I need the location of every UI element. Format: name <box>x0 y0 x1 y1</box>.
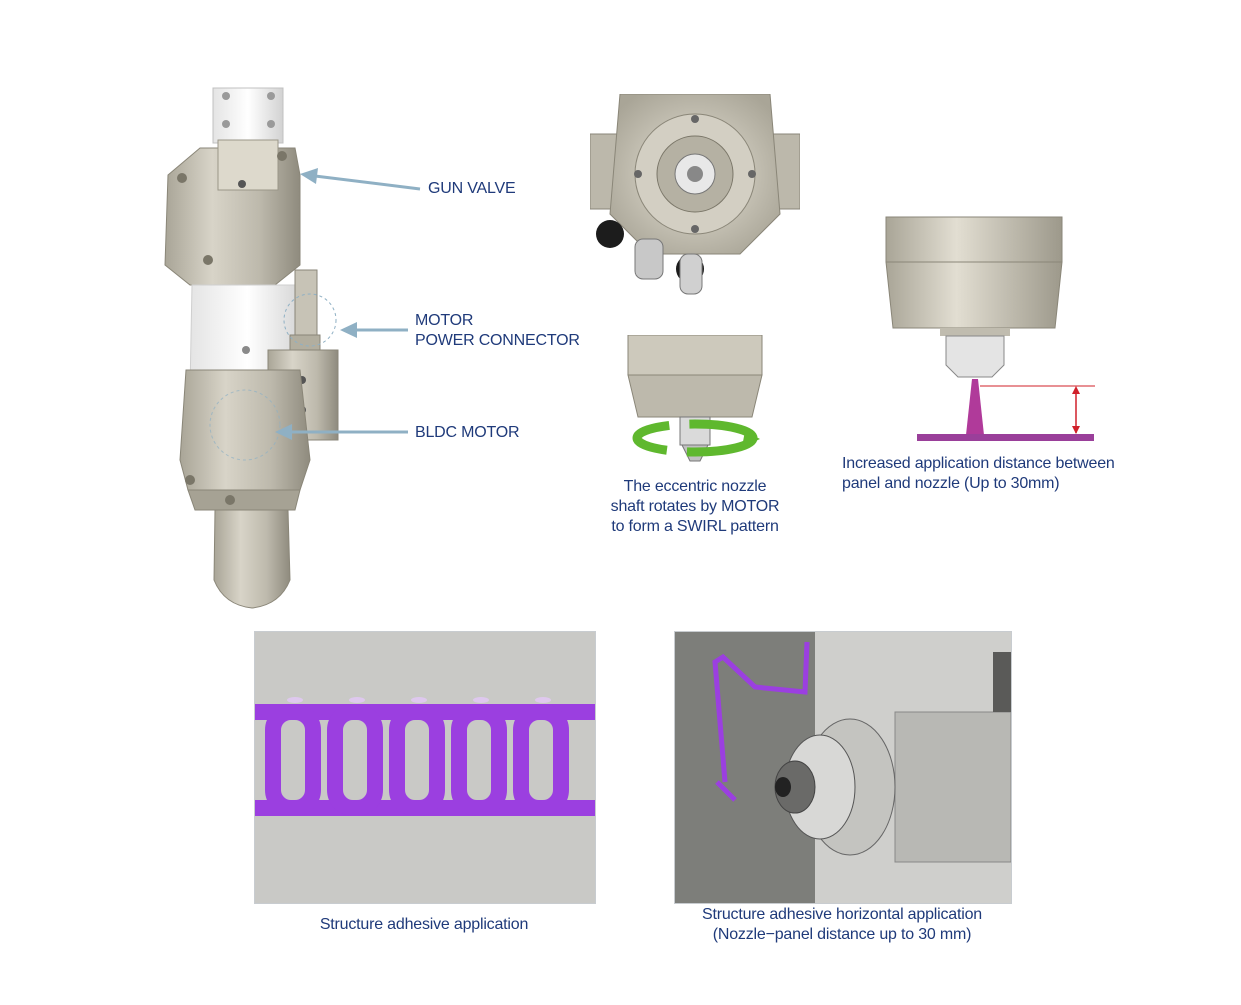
purple-swirl-bead <box>255 632 595 903</box>
photo-right-caption-line1: Structure adhesive horizontal applicatio… <box>702 906 982 923</box>
swirl-caption-line3: to form a SWIRL pattern <box>611 518 779 535</box>
swirl-caption-line2: shaft rotates by MOTOR <box>610 498 780 515</box>
horizontal-application-scene <box>675 632 1011 903</box>
swirl-gun-illustration <box>164 87 339 609</box>
photo-left-caption: Structure adhesive application <box>319 916 529 933</box>
swirl-caption-line1: The eccentric nozzle <box>623 478 767 495</box>
horizontal-adhesive-bead <box>712 641 810 783</box>
photo-right-caption-line2: (Nozzle−panel distance up to 30 mm) <box>712 926 972 943</box>
distance-caption-line1: Increased application distance between <box>842 455 1115 472</box>
bldc-motor-label: BLDC MOTOR <box>415 424 520 441</box>
panel-bar <box>917 434 1094 441</box>
nozzle-face-view <box>590 94 800 295</box>
adhesive-bead-photo <box>254 631 596 904</box>
distance-caption-line2: panel and nozzle (Up to 30mm) <box>842 475 1060 492</box>
motor-power-label-line1: MOTOR <box>415 312 474 329</box>
adhesive-spray <box>966 379 984 435</box>
swirl-nozzle-illustration <box>627 335 763 462</box>
horizontal-application-photo <box>674 631 1012 904</box>
gun-valve-label: GUN VALVE <box>428 180 516 197</box>
lower-barrel <box>213 509 291 609</box>
distance-illustration <box>885 216 1095 441</box>
motor-power-label-line2: POWER CONNECTOR <box>415 332 580 349</box>
